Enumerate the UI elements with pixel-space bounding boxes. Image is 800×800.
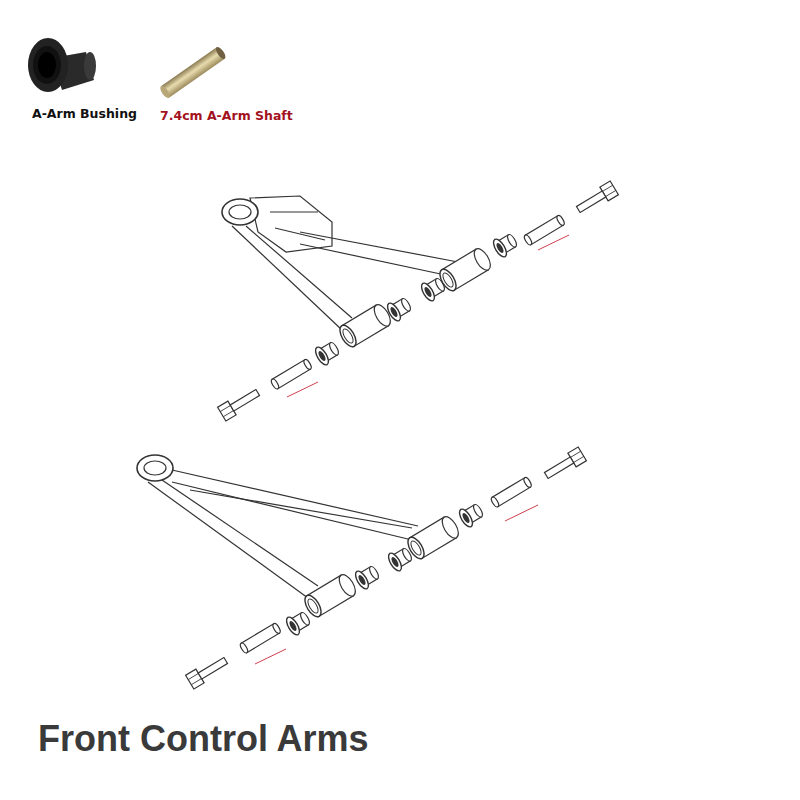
part-label: A-Arm Bushing: [32, 106, 137, 121]
bushing-icon: [28, 38, 96, 92]
upper-a-arm: [222, 196, 458, 330]
shaft-icon: [159, 46, 228, 100]
lower-a-arm: [137, 455, 418, 598]
part-label: 7.4cm A-Arm Shaft: [160, 108, 293, 123]
diagram-title: Front Control Arms: [38, 718, 369, 760]
